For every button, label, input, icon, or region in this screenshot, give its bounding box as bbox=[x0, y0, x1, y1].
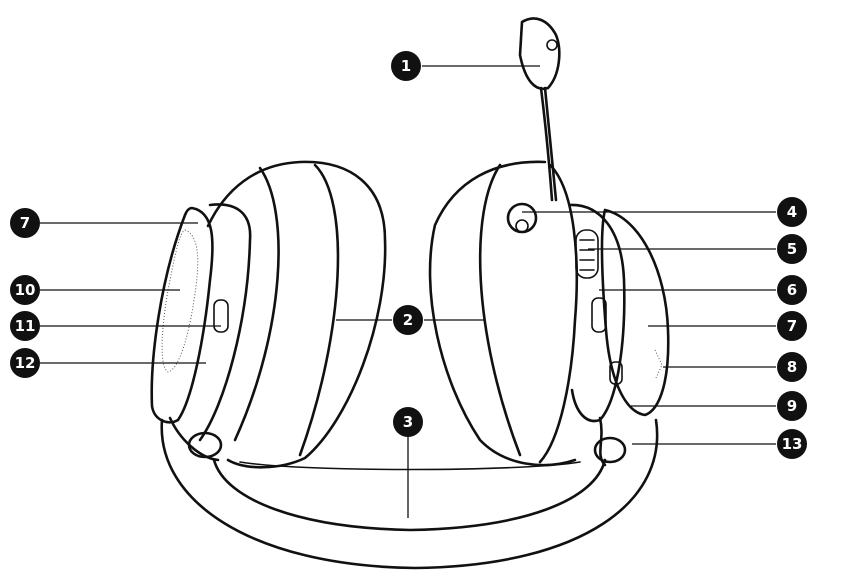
svg-text:10: 10 bbox=[15, 281, 36, 299]
callout-3: 3 bbox=[393, 407, 423, 437]
svg-text:12: 12 bbox=[15, 354, 36, 372]
callout-7-left: 7 bbox=[10, 208, 40, 238]
leader-lines bbox=[40, 65, 776, 518]
svg-text:11: 11 bbox=[15, 317, 36, 335]
right-earcup bbox=[428, 160, 670, 467]
callout-6: 6 bbox=[777, 275, 807, 305]
callout-2: 2 bbox=[393, 305, 423, 335]
svg-text:1: 1 bbox=[401, 57, 411, 75]
left-earcup bbox=[150, 160, 387, 469]
callout-1: 1 bbox=[391, 51, 421, 81]
svg-text:4: 4 bbox=[787, 203, 797, 221]
svg-text:3: 3 bbox=[403, 413, 413, 431]
svg-text:2: 2 bbox=[403, 311, 413, 329]
svg-text:7: 7 bbox=[20, 214, 30, 232]
svg-text:8: 8 bbox=[787, 358, 797, 376]
svg-text:7: 7 bbox=[787, 317, 797, 335]
callout-4: 4 bbox=[777, 197, 807, 227]
callout-13: 13 bbox=[777, 429, 807, 459]
callout-5: 5 bbox=[777, 234, 807, 264]
callout-12: 12 bbox=[10, 348, 40, 378]
headband bbox=[160, 418, 659, 570]
callout-8: 8 bbox=[777, 352, 807, 382]
callout-10: 10 bbox=[10, 275, 40, 305]
svg-text:9: 9 bbox=[787, 397, 797, 415]
callout-11: 11 bbox=[10, 311, 40, 341]
svg-text:5: 5 bbox=[787, 240, 797, 258]
svg-text:6: 6 bbox=[787, 281, 797, 299]
callout-9: 9 bbox=[777, 391, 807, 421]
microphone-boom bbox=[518, 17, 561, 202]
svg-text:13: 13 bbox=[782, 435, 803, 453]
callout-7-right: 7 bbox=[777, 311, 807, 341]
